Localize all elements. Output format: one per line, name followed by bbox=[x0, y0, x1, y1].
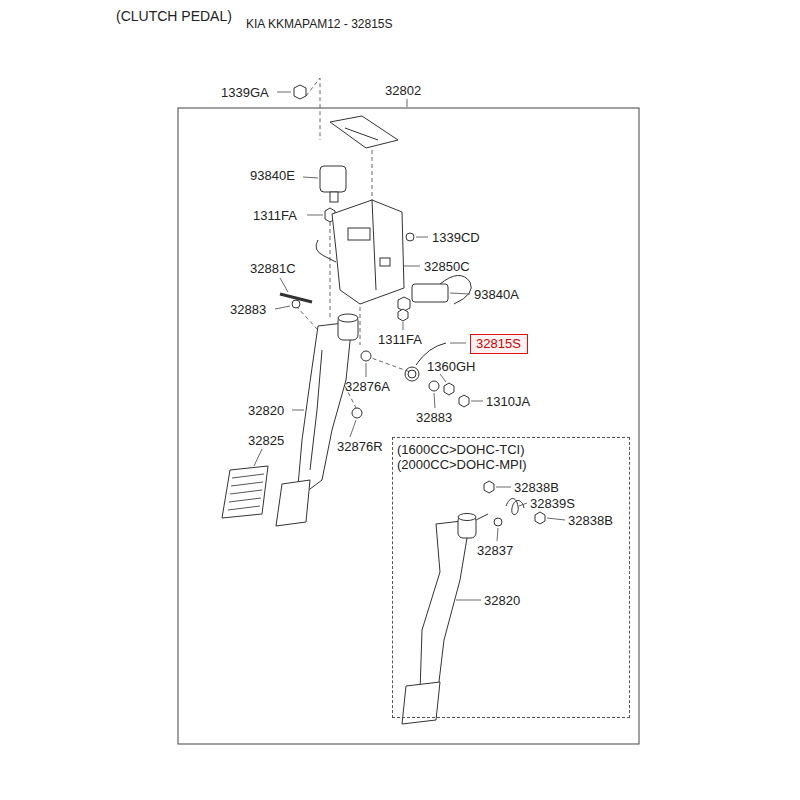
part-number: 32883 bbox=[230, 302, 266, 317]
part-number: 32850C bbox=[424, 259, 470, 274]
part-number: 32838B bbox=[568, 513, 613, 528]
part-number: 32837 bbox=[477, 543, 513, 558]
pedal-pad bbox=[222, 466, 268, 518]
part-number: 1339CD bbox=[432, 230, 480, 245]
part-number: 1360GH bbox=[427, 359, 475, 374]
node-text: (1600CC>DOHC-TCI) (2000CC>DOHC-MPI) bbox=[397, 442, 547, 472]
spring bbox=[506, 499, 524, 515]
part-number: 93840A bbox=[474, 287, 519, 302]
part-number: 93840E bbox=[250, 168, 295, 183]
part-number: 1310JA bbox=[486, 394, 530, 409]
part-number: 1311FA bbox=[378, 332, 422, 347]
part-number: 32883 bbox=[416, 410, 452, 425]
part-number: 32876A bbox=[345, 379, 390, 394]
leader-line bbox=[254, 92, 565, 600]
pedal-arm bbox=[298, 322, 352, 492]
part-number: 32881C bbox=[250, 261, 296, 276]
part-number: 32820 bbox=[248, 403, 284, 418]
switch bbox=[412, 284, 448, 302]
switch bbox=[320, 166, 346, 192]
part-number: 1339GA bbox=[221, 85, 269, 100]
bracket bbox=[332, 200, 404, 304]
diagram-title: (CLUTCH PEDAL) bbox=[116, 8, 232, 24]
part-number: 32825 bbox=[248, 433, 284, 448]
highlighted-part: 32815S bbox=[470, 334, 528, 354]
part-number: 32839S bbox=[530, 496, 575, 511]
header-text: KIA KKMAPAM12 - 32815S bbox=[246, 17, 393, 32]
nut bbox=[294, 85, 306, 99]
nut bbox=[406, 233, 414, 241]
pedal-pad bbox=[276, 480, 310, 526]
frame bbox=[178, 108, 639, 744]
mounting-plate bbox=[330, 116, 398, 148]
part-number: 32876R bbox=[337, 439, 383, 454]
part-number: 1311FA bbox=[253, 208, 297, 223]
variant-region: (1600CC>DOHC-TCI) (2000CC>DOHC-MPI) bbox=[392, 437, 630, 718]
part-number: 32802 bbox=[385, 83, 421, 98]
part-number: 32820 bbox=[484, 593, 520, 608]
pedal-arm bbox=[420, 520, 470, 692]
node-text: 32815S bbox=[476, 336, 522, 351]
part-number: 32838B bbox=[514, 480, 559, 495]
